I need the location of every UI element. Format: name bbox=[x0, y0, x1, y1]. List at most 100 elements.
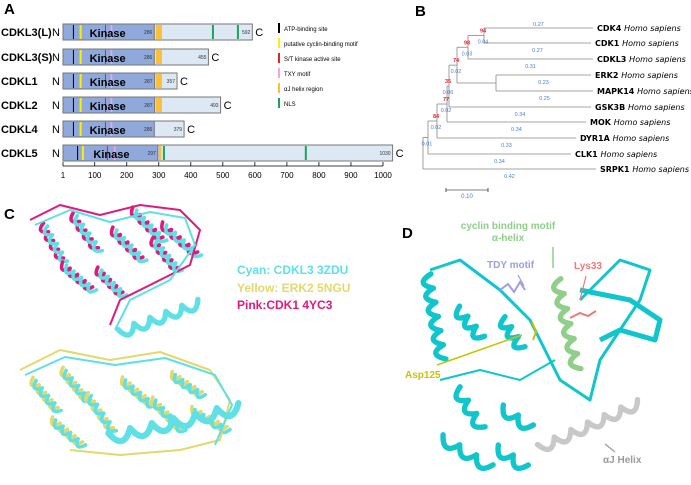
scale-bar-label: 0.10 bbox=[461, 194, 473, 200]
nls-marker bbox=[304, 146, 307, 160]
axis-tick-label: 600 bbox=[248, 171, 262, 180]
n-terminus-label: N bbox=[52, 27, 60, 39]
tree-leaf-label: MAPK14 Homo sapiens bbox=[597, 87, 691, 96]
kinase-domain bbox=[62, 23, 155, 41]
site-marker bbox=[110, 50, 113, 64]
kinase-domain bbox=[62, 48, 155, 66]
site-marker bbox=[104, 74, 106, 88]
branch-length-label: 0.34 bbox=[511, 127, 522, 133]
branch-length-label: 0.02 bbox=[451, 69, 462, 75]
cdk1-helix bbox=[109, 225, 145, 261]
gene-name: CDK1 bbox=[595, 39, 622, 48]
cdkl3-helix bbox=[52, 418, 88, 449]
tdy-arrow bbox=[517, 274, 525, 287]
cdk1-helix bbox=[59, 260, 95, 291]
site-marker bbox=[72, 50, 74, 64]
erk2-helix bbox=[169, 369, 205, 397]
protein-name: CDKL5 bbox=[1, 148, 38, 160]
n-terminus-label: N bbox=[52, 100, 60, 112]
c-terminus-label: C bbox=[255, 27, 263, 39]
erk2-helix bbox=[84, 390, 116, 430]
gene-name: DYR1A bbox=[580, 134, 613, 143]
site-marker bbox=[72, 122, 74, 136]
beta-strand bbox=[579, 287, 663, 343]
site-marker bbox=[72, 25, 74, 39]
axis-tick-label: 200 bbox=[120, 171, 134, 180]
branch-length-label: 0.02 bbox=[441, 108, 452, 114]
axis-tick-label: 700 bbox=[280, 171, 294, 180]
nls-marker bbox=[162, 146, 165, 160]
kinase-label: Kinase bbox=[90, 53, 126, 65]
bootstrap-value: 98 bbox=[464, 40, 470, 46]
axis-tick-label: 1000 bbox=[374, 171, 392, 180]
n-terminus-label: N bbox=[52, 52, 60, 64]
asp125-arrow bbox=[436, 334, 523, 366]
legend-label: putative cyclin-binding motif bbox=[284, 42, 358, 48]
branch-length-label: 0.31 bbox=[525, 64, 536, 70]
erk2-helix bbox=[29, 375, 60, 411]
tree-leaf-label: MOK Homo sapiens bbox=[590, 118, 670, 127]
axis-tick-label: 400 bbox=[184, 171, 198, 180]
cdkl3-helix bbox=[164, 223, 204, 259]
bootstrap-value: 77 bbox=[443, 97, 449, 103]
legend-swatch bbox=[278, 53, 280, 63]
cdkl3-helix bbox=[42, 224, 70, 264]
protein-name: CDKL4 bbox=[1, 124, 39, 136]
tree-leaf-label: CDK1 Homo sapiens bbox=[595, 39, 679, 48]
label-lys33: Lys33 bbox=[574, 261, 602, 272]
cdkl3-helix bbox=[63, 263, 99, 294]
legend-swatch bbox=[278, 83, 280, 93]
kinase-label: Kinase bbox=[90, 101, 126, 113]
protein-name: CDKL3(S) bbox=[1, 52, 53, 64]
site-marker bbox=[110, 25, 113, 39]
gene-name: GSK3B bbox=[595, 103, 628, 112]
cdkl3-helix bbox=[152, 398, 188, 434]
branch-length-label: 0.06 bbox=[443, 90, 454, 96]
cdkl3-helix bbox=[98, 268, 129, 299]
site-marker bbox=[79, 50, 82, 64]
protein-length: 592 bbox=[242, 30, 251, 36]
branch-length-label: 0.04 bbox=[478, 40, 489, 46]
branch-length-label: 0.27 bbox=[533, 22, 544, 28]
site-marker bbox=[79, 74, 82, 88]
gene-name: MOK bbox=[590, 118, 614, 127]
kinase-domain bbox=[62, 72, 156, 90]
cdk1-helix bbox=[69, 210, 101, 250]
label-tdy-motif: TDY motif bbox=[487, 260, 535, 271]
kinase-end-position: 286 bbox=[144, 30, 153, 36]
legend-yellow-erk2: Yellow: ERK2 5NGU bbox=[237, 281, 351, 295]
aj-helix-region bbox=[155, 98, 162, 112]
kinase-end-position: 287 bbox=[144, 79, 153, 85]
c-terminus-label: C bbox=[187, 124, 195, 136]
branch-length-label: 0.01 bbox=[422, 142, 433, 148]
protein-length: 379 bbox=[174, 127, 183, 133]
protein-length: 1030 bbox=[379, 151, 390, 157]
site-marker bbox=[79, 98, 82, 112]
species-name: Homo sapiens bbox=[632, 165, 689, 174]
cdkl3-helix bbox=[122, 378, 158, 409]
cdkl3-loop bbox=[24, 356, 233, 446]
kinase-end-position: 286 bbox=[144, 55, 153, 61]
legend-label: αJ helix region bbox=[284, 87, 323, 93]
gene-name: MAPK14 bbox=[597, 87, 637, 96]
site-marker bbox=[110, 98, 113, 112]
n-terminus-label: N bbox=[52, 76, 60, 88]
site-marker bbox=[113, 146, 116, 160]
cdkl3-helix bbox=[32, 378, 63, 414]
erk2-helix bbox=[49, 415, 85, 446]
legend-pink-cdk1: Pink:CDK1 4YC3 bbox=[237, 298, 333, 312]
tree-leaf-label: DYR1A Homo sapiens bbox=[580, 134, 669, 143]
asp125-sticks bbox=[531, 321, 538, 341]
cdkl3-helix bbox=[172, 372, 208, 400]
legend-swatch bbox=[278, 68, 280, 78]
cdkl3-helix bbox=[87, 393, 119, 433]
branch-length-label: 0.42 bbox=[504, 174, 515, 180]
legend-swatch bbox=[278, 38, 280, 48]
aj-helix-region bbox=[155, 25, 162, 39]
legend-label: TXY motif bbox=[284, 72, 311, 78]
legend-swatch bbox=[278, 23, 280, 33]
